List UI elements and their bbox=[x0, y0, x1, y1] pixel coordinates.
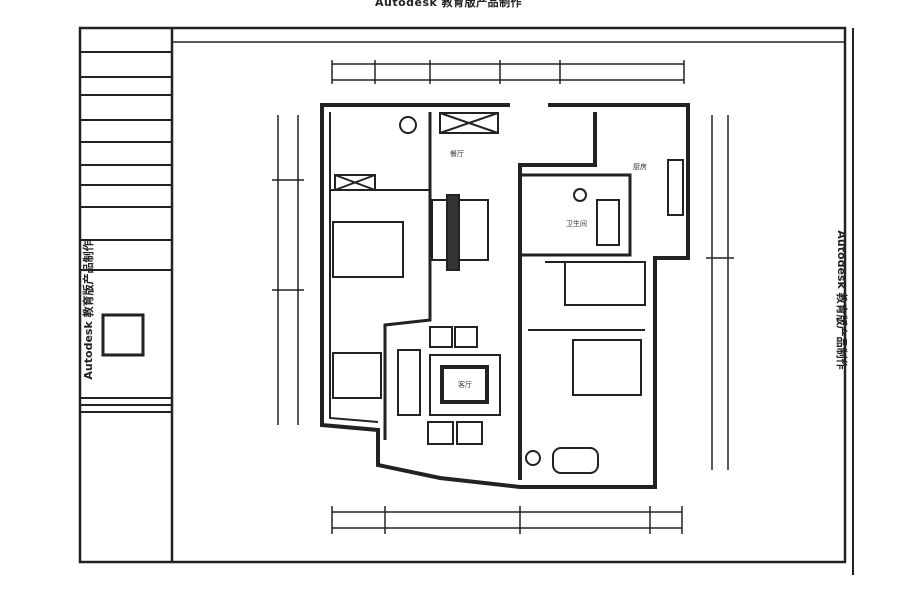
watermark-right: Autodesk 教育版产品制作 bbox=[835, 230, 848, 370]
bed-right bbox=[572, 339, 642, 396]
drawing-frame bbox=[78, 26, 854, 575]
tub-bath bbox=[596, 199, 620, 246]
room-label-kitchen: 厨房 bbox=[633, 163, 647, 171]
dimension-lines bbox=[272, 60, 734, 534]
room-label-living: 客厅 bbox=[458, 381, 472, 389]
sofa bbox=[397, 349, 421, 416]
bathtub bbox=[552, 447, 599, 474]
room-label-bathroom: 卫生间 bbox=[566, 220, 587, 228]
walls bbox=[320, 103, 690, 489]
balcony-tiles bbox=[332, 352, 382, 399]
watermark-top: Autodesk 教育版产品制作 bbox=[375, 0, 523, 9]
rug bbox=[429, 354, 501, 416]
bed-left bbox=[332, 221, 404, 278]
logo-stamp bbox=[101, 313, 145, 357]
room-label-dining: 餐厅 bbox=[450, 150, 464, 158]
furniture bbox=[332, 112, 684, 474]
watermark-left: Autodesk 教育版产品制作 bbox=[82, 240, 95, 380]
